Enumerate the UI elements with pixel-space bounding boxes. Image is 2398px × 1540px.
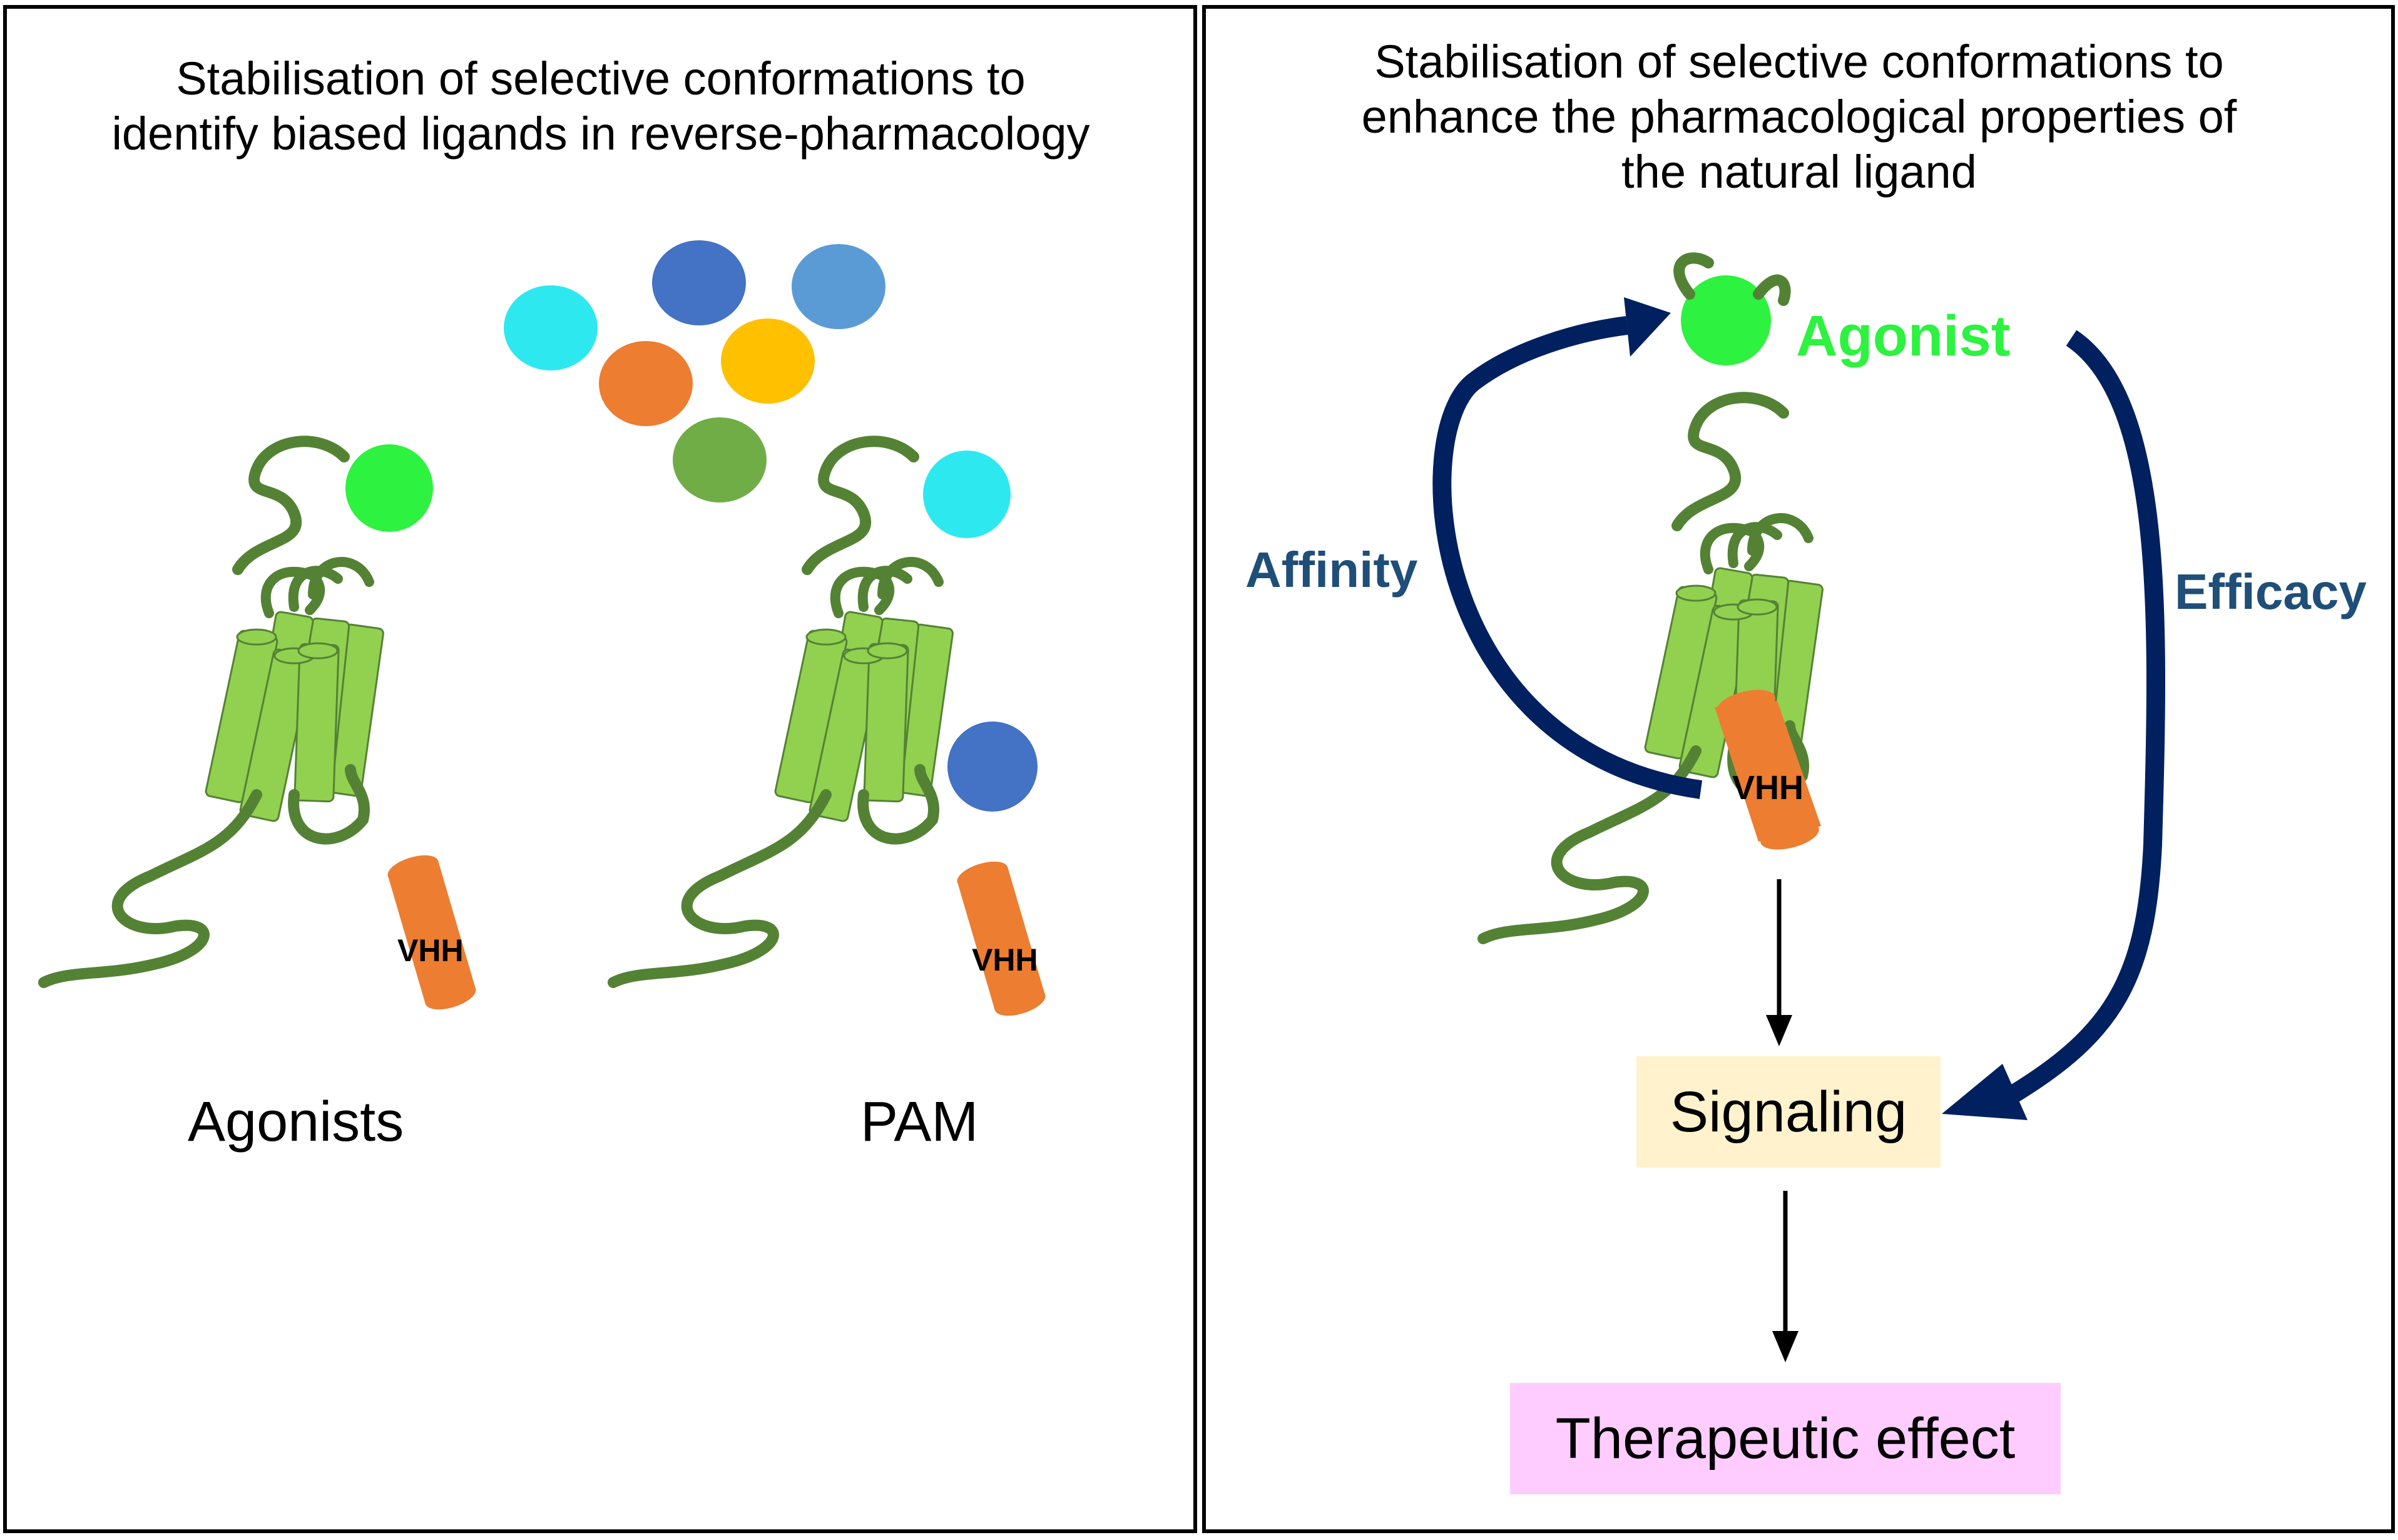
ligand-olive-green <box>673 417 767 502</box>
affinity-arrow-head <box>1624 297 1671 357</box>
right-panel-title: Stabilisation of selective conformations… <box>1361 36 2237 198</box>
signaling-box: Signaling <box>1636 1056 1941 1168</box>
ligand-cyan-bound <box>923 451 1011 538</box>
receptor-right-extracellular-loop <box>1673 252 1791 306</box>
affinity-label: Affinity <box>1245 542 1418 598</box>
ligand-yellow <box>721 319 815 404</box>
ligand-dark-blue <box>652 240 746 325</box>
vhh-nanobody-main <box>1715 690 1821 850</box>
ligand-light-blue <box>792 244 885 329</box>
receptor-right <box>1483 397 1823 939</box>
vhh-label-main: VHH <box>1732 769 1804 807</box>
receptor-pam <box>613 441 953 982</box>
pam-modulator <box>947 722 1038 812</box>
therapeutic-effect-box: Therapeutic effect <box>1510 1383 2061 1494</box>
efficacy-arrow <box>2007 330 2165 1103</box>
ligand-orange <box>599 341 693 426</box>
arrow-to-therapeutic-head <box>1772 1331 1798 1362</box>
vhh-nanobody-right <box>957 861 1046 1016</box>
agonist-label: Agonist <box>1796 304 2011 368</box>
ligand-cyan <box>504 285 598 370</box>
agonist-ligand-right <box>1681 275 1771 365</box>
vhh-label-left: VHH <box>397 933 464 968</box>
affinity-arrow <box>1432 316 1703 799</box>
therapeutic-effect-label: Therapeutic effect <box>1555 1406 2016 1471</box>
agonist-ligand-left <box>345 444 433 532</box>
signaling-label: Signaling <box>1670 1079 1907 1144</box>
left-panel-title: Stabilisation of selective conformations… <box>111 53 1090 160</box>
agonists-label: Agonists <box>188 1091 404 1153</box>
efficacy-label: Efficacy <box>2175 564 2367 620</box>
vhh-label-right: VHH <box>972 942 1038 977</box>
receptor-agonists <box>44 441 384 982</box>
efficacy-arrow-head <box>1942 1064 2028 1120</box>
arrow-to-signaling-head <box>1766 1015 1792 1046</box>
vhh-nanobody-left <box>387 855 476 1010</box>
pam-label: PAM <box>860 1091 979 1153</box>
